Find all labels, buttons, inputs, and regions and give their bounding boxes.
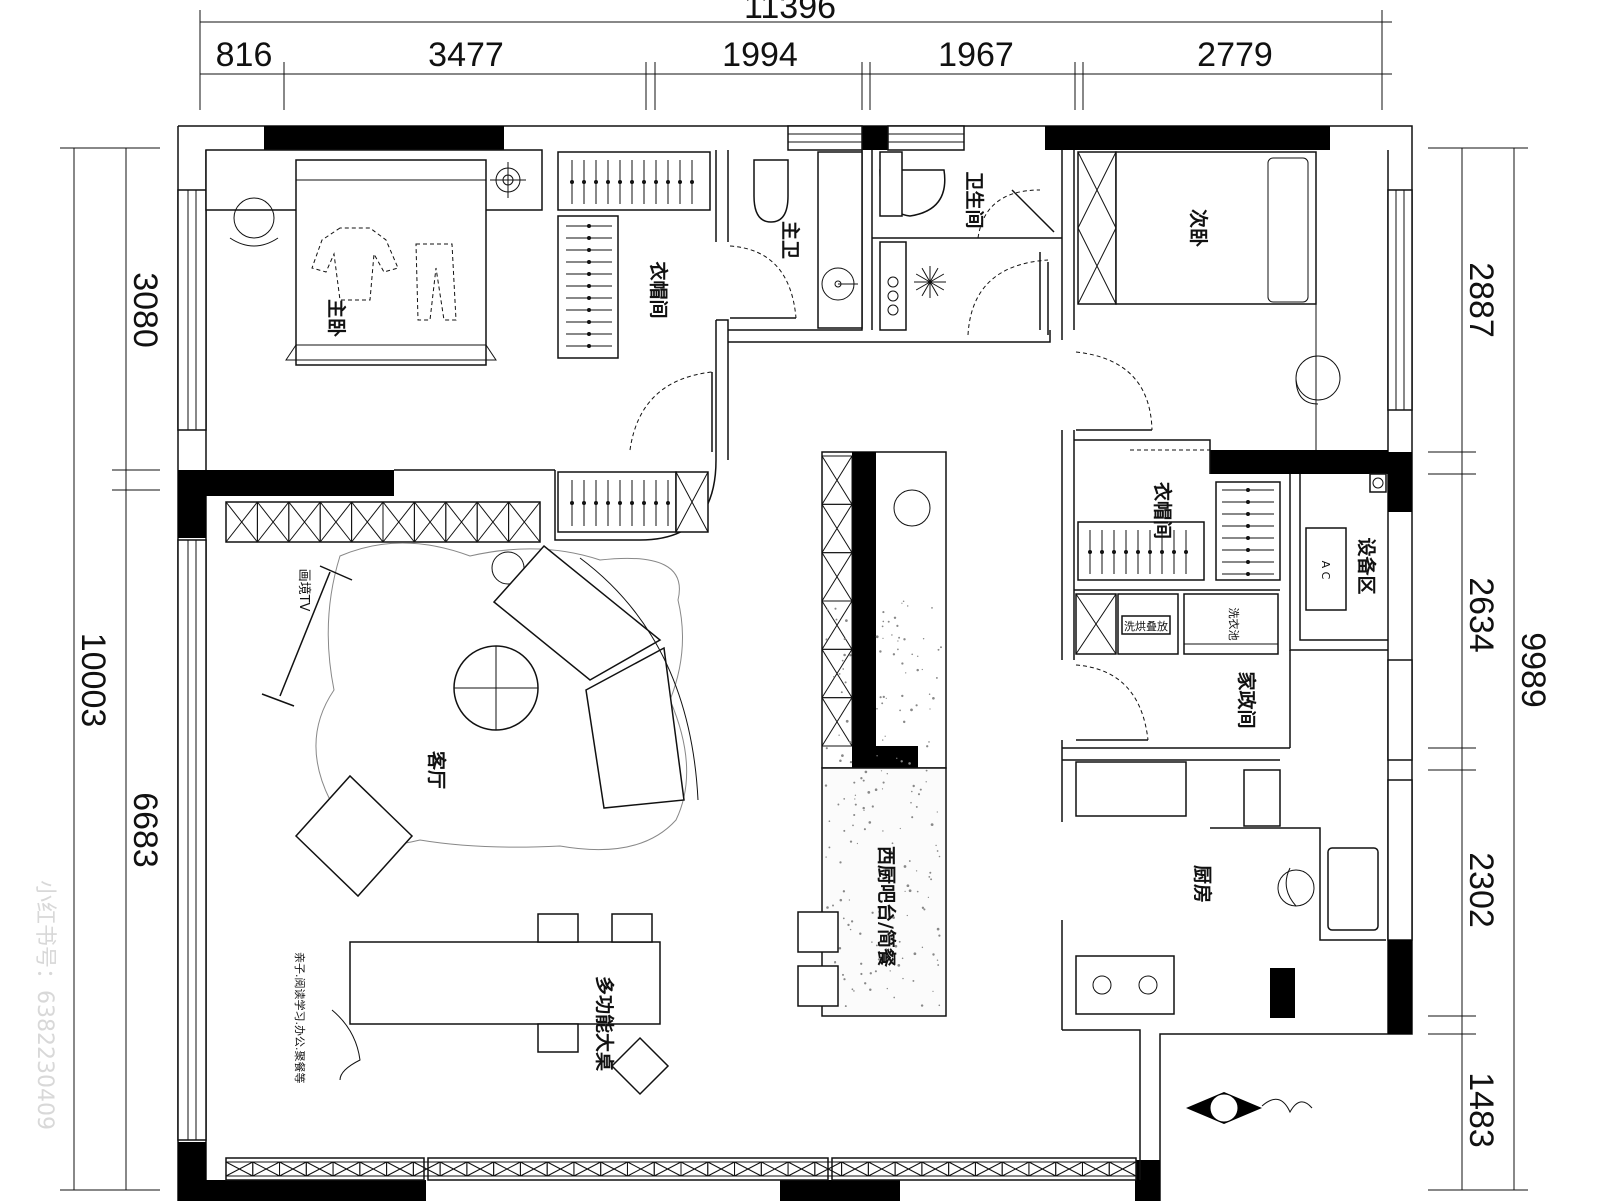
dimension-left: 3080 6683 10003 [60,147,164,1191]
multi-table-label: 多功能大桌 [593,976,616,1071]
living-room: 画境TV 客厅 [225,501,699,898]
multi-function-table: 多功能大桌 亲子.阅读学习.办公.聚餐等 [293,913,670,1096]
western-kitchen-label: 西厨吧台/简餐 [875,846,898,968]
ac-label: A C [1319,561,1332,580]
equipment-label: 设备区 [1355,537,1378,594]
dim-left-1: 3080 [126,272,164,348]
dim-top-1: 816 [216,36,273,74]
master-bath: 主卫 [753,151,863,329]
second-bedroom: 次卧 [1077,151,1341,450]
cloakroom-1-label: 衣帽间 [647,261,670,318]
master-bedroom-label: 主卧 [325,299,347,337]
sink-label: 洗衣池 [1227,608,1241,641]
cloakroom-2: 衣帽间 [1077,449,1281,581]
table-note: 亲子.阅读学习.办公.聚餐等 [293,952,307,1084]
dim-top-3: 1994 [722,36,798,74]
bathroom-label: 卫生间 [963,171,986,228]
kitchen-label: 厨房 [1191,865,1214,903]
western-kitchen-bar: 西厨吧台/简餐 [797,451,947,1017]
dim-right-4: 1483 [1462,1072,1500,1148]
dim-top-4: 1967 [938,36,1014,74]
dim-right-2: 2634 [1462,577,1500,653]
equipment-area: A C 设备区 [1305,473,1387,611]
partitions [554,150,1388,1180]
kitchen: 厨房 [1075,761,1386,1015]
tv-label: 画境TV [296,569,311,612]
dimension-right: 2887 2634 2302 1483 9989 [1428,147,1552,1191]
living-room-label: 客厅 [425,751,448,789]
second-bedroom-label: 次卧 [1187,209,1210,247]
dim-right-total: 9989 [1514,632,1552,708]
cloakroom-1: 衣帽间 [557,151,711,533]
laundry: 洗烘叠放 洗衣池 家政间 [1075,593,1279,729]
north-compass-icon [1186,1092,1313,1124]
doors [629,189,1153,741]
dim-left-2: 6683 [126,792,164,868]
dim-top-total: 11396 [744,0,836,26]
dim-top-2: 3477 [428,36,504,74]
cloakroom-2-label: 衣帽间 [1151,482,1174,539]
master-bedroom: 主卧 [205,149,543,366]
bathroom: 卫生间 [879,151,1055,331]
dim-right-3: 2302 [1462,852,1500,928]
dim-left-total: 10003 [74,633,112,728]
master-bath-label: 主卫 [779,221,801,259]
washer-label: 洗烘叠放 [1124,619,1168,633]
laundry-label: 家政间 [1235,671,1258,728]
watermark: 小红书号：6382230409 [32,880,57,1130]
dimension-top: 11396 816 3477 1994 1967 2779 [199,0,1392,110]
bottom-cabinets [225,1157,1137,1181]
dim-top-5: 2779 [1197,36,1273,74]
dim-right-1: 2887 [1462,262,1500,338]
walls [177,125,1413,1201]
